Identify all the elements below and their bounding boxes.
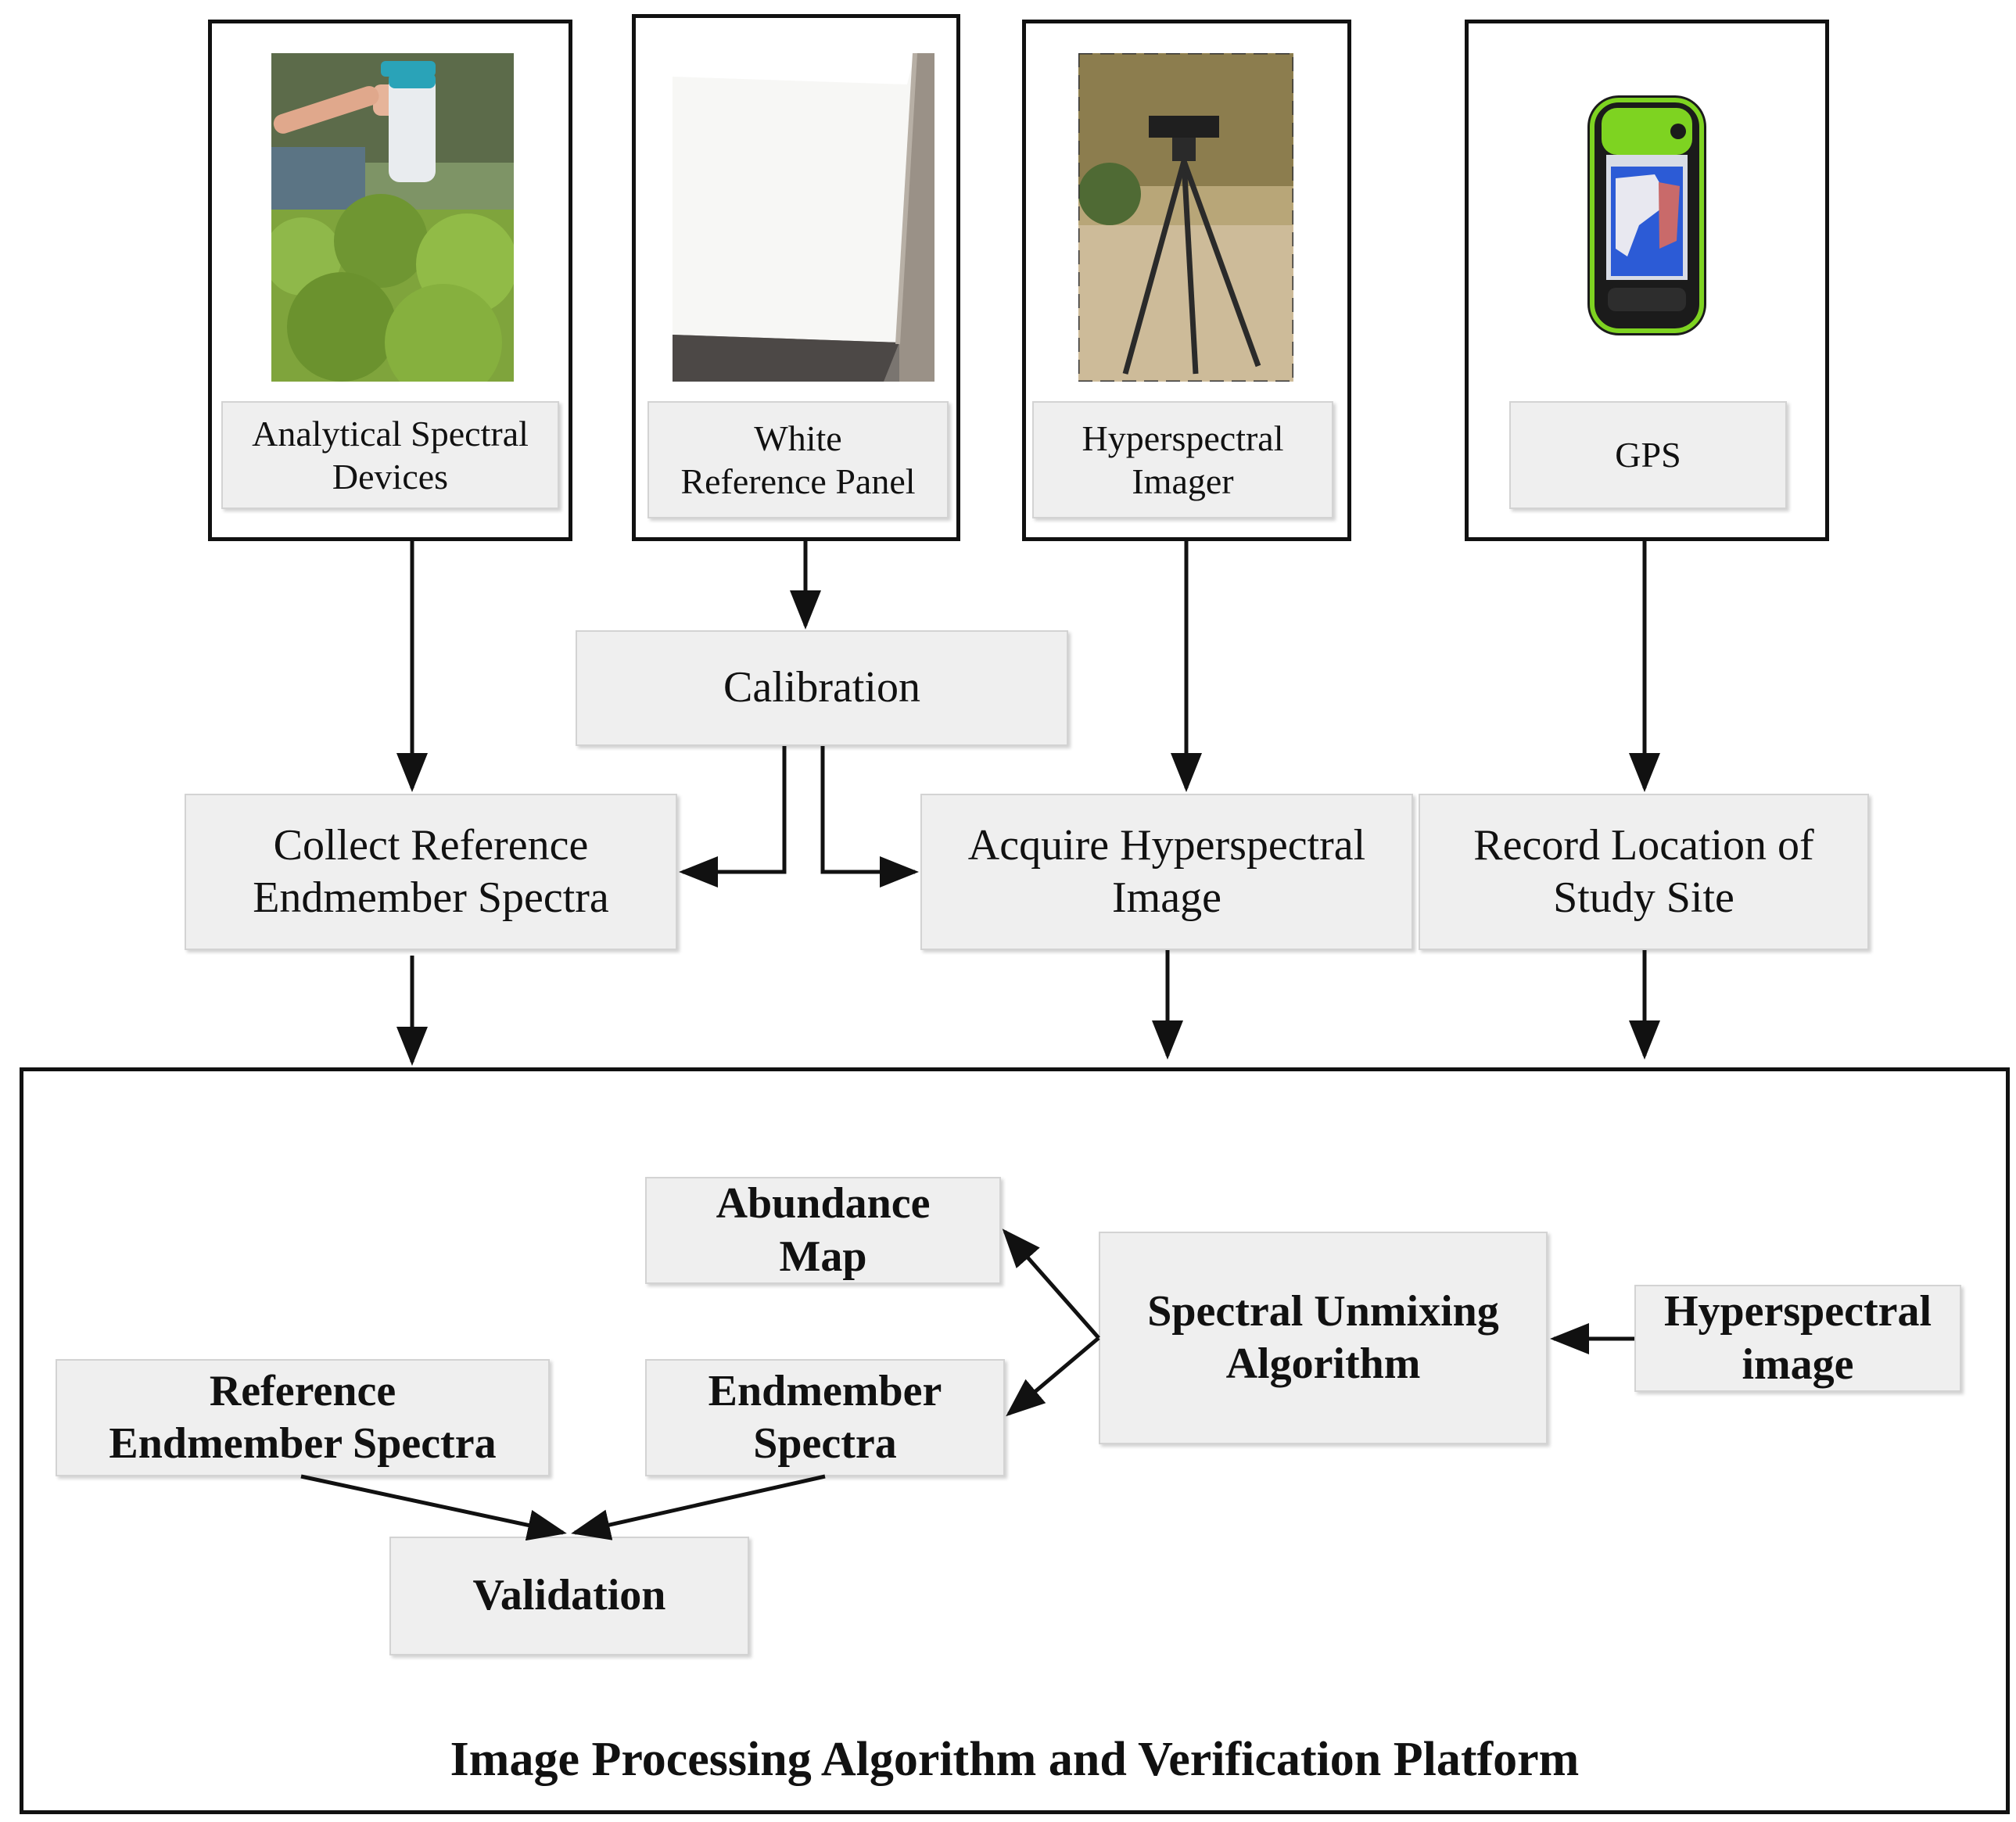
- acquire-hyperspectral-image-box: Acquire Hyperspectral Image: [920, 794, 1413, 950]
- white-panel-photo: [673, 53, 934, 382]
- record-location-box: Record Location of Study Site: [1419, 794, 1869, 950]
- spectral-unmixing-algorithm-box: Spectral Unmixing Algorithm: [1099, 1232, 1548, 1444]
- asd-device-label: Analytical Spectral Devices: [221, 401, 559, 509]
- arrow-calibration-to-acquire: [820, 746, 919, 888]
- validation-box: Validation: [389, 1537, 749, 1655]
- hyperspectral-image-box: Hyperspectral image: [1634, 1285, 1961, 1392]
- arrow-unmixing-to-abundance: [1002, 1228, 1100, 1340]
- arrow-endmember-to-validation: [571, 1474, 826, 1540]
- asd-device-frame: [208, 20, 572, 541]
- calibration-box: Calibration: [576, 630, 1068, 746]
- arrow-reference-to-validation: [300, 1474, 567, 1541]
- abundance-map-box: Abundance Map: [645, 1177, 1001, 1284]
- white-panel-label: White Reference Panel: [647, 401, 949, 518]
- gps-label: GPS: [1509, 401, 1787, 509]
- hyperspectral-imager-photo: [1078, 53, 1293, 382]
- collect-reference-spectra-box: Collect Reference Endmember Spectra: [185, 794, 677, 950]
- platform-title: Image Processing Algorithm and Verificat…: [450, 1733, 1580, 1786]
- hyperspectral-imager-label: Hyperspectral Imager: [1032, 401, 1333, 518]
- arrow-calibration-to-collect: [679, 746, 787, 888]
- asd-device-photo: [271, 53, 514, 382]
- gps-device-photo: [1584, 92, 1709, 339]
- reference-endmember-spectra-box: Reference Endmember Spectra: [56, 1359, 550, 1476]
- endmember-spectra-box: Endmember Spectra: [645, 1359, 1005, 1476]
- arrow-unmixing-to-endmember: [1006, 1336, 1100, 1417]
